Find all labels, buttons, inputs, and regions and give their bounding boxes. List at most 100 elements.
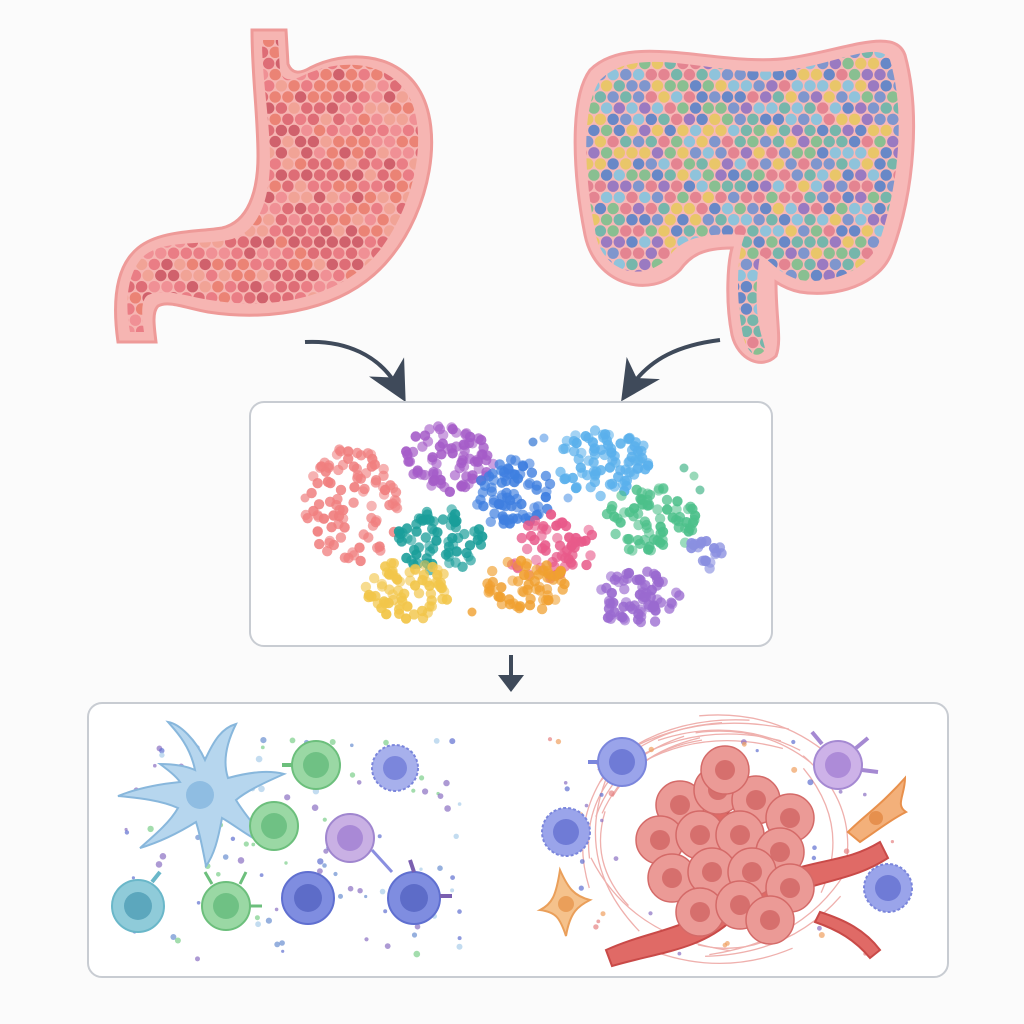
organ-cell bbox=[823, 314, 835, 326]
organ-cell bbox=[607, 135, 619, 148]
cluster-green-dot bbox=[689, 514, 700, 526]
organ-cell bbox=[142, 135, 154, 148]
organ-cell bbox=[595, 24, 606, 35]
organ-cell bbox=[275, 80, 288, 92]
organ-cell bbox=[282, 158, 294, 170]
cluster-orange-dot bbox=[515, 601, 526, 612]
organ-cell bbox=[613, 325, 625, 337]
organ-cell bbox=[804, 36, 815, 47]
organ-cell bbox=[326, 147, 338, 159]
cluster-salmon-dot bbox=[366, 500, 377, 512]
organ-cell bbox=[848, 225, 861, 237]
organ-cell bbox=[333, 225, 345, 237]
organ-cell bbox=[791, 258, 803, 271]
organ-cell bbox=[586, 281, 587, 293]
organ-cell bbox=[696, 113, 708, 126]
organ-cell bbox=[294, 91, 307, 103]
organ-cell bbox=[804, 191, 816, 204]
cluster-orange-dot bbox=[487, 565, 498, 577]
organ-cell bbox=[359, 24, 370, 35]
organ-cell bbox=[715, 191, 727, 204]
organ-cell bbox=[861, 68, 873, 81]
organ-cell bbox=[747, 336, 759, 349]
cluster-orange-dot bbox=[525, 593, 536, 605]
cluster-purple-dot bbox=[412, 467, 423, 478]
organ-cell bbox=[288, 124, 300, 137]
organ-cell bbox=[734, 202, 746, 215]
organ-cell bbox=[613, 102, 625, 114]
cluster-salmon-dot bbox=[328, 510, 339, 521]
cluster-violet-dot bbox=[631, 574, 643, 586]
organ-cell bbox=[715, 281, 727, 293]
organ-cell bbox=[588, 281, 600, 293]
cluster-green-dot bbox=[636, 487, 647, 498]
organ-cell bbox=[180, 113, 192, 126]
organ-cell bbox=[702, 191, 714, 204]
organ-cell bbox=[127, 80, 135, 92]
cluster-yellow-dot bbox=[386, 558, 397, 569]
organ-cell bbox=[364, 303, 377, 315]
organ-cell bbox=[613, 169, 625, 181]
organ-cell bbox=[206, 180, 218, 192]
organ-cell bbox=[607, 336, 619, 349]
organ-cell bbox=[206, 24, 217, 35]
organ-cell bbox=[206, 269, 218, 282]
organ-cell bbox=[600, 124, 613, 137]
cluster-orange-dot bbox=[504, 599, 516, 610]
organ-cell bbox=[111, 192, 122, 203]
organ-cell bbox=[778, 325, 791, 337]
organ-cell bbox=[193, 68, 205, 81]
organ-cell bbox=[269, 269, 281, 282]
cluster-salmon-dot bbox=[339, 522, 350, 533]
organ-cell bbox=[664, 147, 676, 159]
organ-cell bbox=[817, 147, 829, 159]
organ-cell bbox=[842, 169, 854, 181]
organ-cell bbox=[104, 47, 115, 58]
cluster-green-dot bbox=[610, 528, 621, 540]
organ-cell bbox=[671, 180, 683, 192]
organ-cell bbox=[645, 247, 657, 259]
organ-cell bbox=[715, 347, 727, 355]
cluster-orange-dot bbox=[536, 603, 548, 615]
cytokine-speck bbox=[279, 940, 285, 946]
organ-cell bbox=[588, 325, 600, 337]
organ-cell bbox=[893, 347, 899, 355]
cluster-violet-dot bbox=[596, 584, 607, 595]
organ-cell bbox=[569, 315, 580, 326]
organ-cell bbox=[111, 58, 122, 69]
organ-cell bbox=[747, 113, 759, 126]
organ-cell bbox=[848, 292, 861, 304]
cluster-purple-dot bbox=[458, 450, 469, 462]
organ-cell bbox=[588, 303, 600, 315]
organ-cell bbox=[632, 314, 645, 326]
cluster-orange-dot bbox=[557, 584, 568, 595]
tumor-nucleus bbox=[650, 830, 670, 850]
organ-cell bbox=[804, 102, 816, 114]
organ-cell bbox=[772, 180, 785, 192]
organ-cell bbox=[594, 202, 607, 215]
cluster-orange-dot bbox=[531, 583, 542, 595]
organ-cell bbox=[409, 314, 419, 326]
organ-cell bbox=[632, 68, 645, 81]
cytokine-speck bbox=[349, 772, 356, 778]
organ-cell bbox=[174, 214, 186, 226]
organ-cell bbox=[893, 281, 899, 293]
cytokine-speck bbox=[377, 834, 382, 839]
organ-cell bbox=[206, 68, 218, 81]
cytokine-speck bbox=[159, 752, 165, 758]
organ-cell bbox=[588, 169, 600, 181]
organ-cell bbox=[811, 24, 822, 35]
cluster-blue-dot bbox=[544, 478, 556, 490]
organ-cell bbox=[880, 303, 892, 315]
organ-cell bbox=[104, 248, 115, 259]
stroma-fiber bbox=[657, 729, 801, 751]
organ-cell bbox=[728, 191, 740, 204]
organ-cell bbox=[359, 337, 370, 348]
organ-cell bbox=[600, 214, 613, 226]
organ-cell bbox=[104, 69, 115, 80]
organ-cell bbox=[345, 135, 358, 148]
organ-cell bbox=[785, 247, 797, 259]
organ-cell bbox=[212, 57, 224, 70]
organ-cell bbox=[645, 135, 657, 148]
organ-cell bbox=[135, 147, 148, 159]
